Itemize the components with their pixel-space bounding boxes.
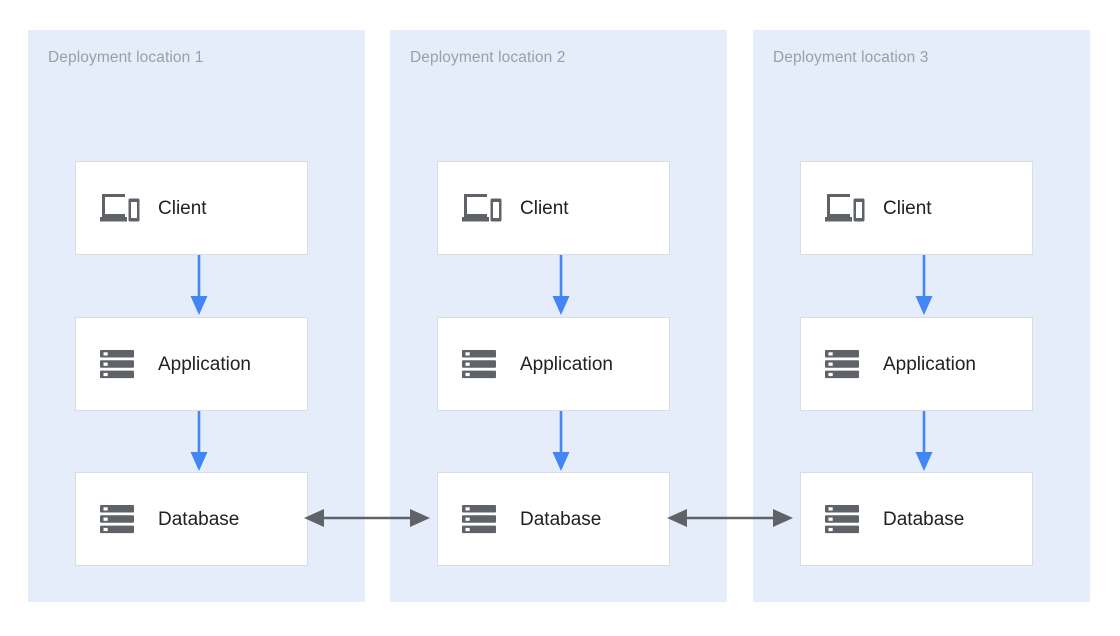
- panel-title-3: Deployment location 3: [773, 49, 929, 66]
- server-rack-icon: [100, 505, 134, 534]
- connector-client-to-application-2: [552, 255, 570, 315]
- server-rack-icon: [825, 350, 859, 379]
- node-database-3[interactable]: Database: [800, 472, 1033, 566]
- connector-application-to-database-2: [552, 411, 570, 471]
- server-rack-icon: [825, 505, 859, 534]
- node-label-database-2: Database: [520, 508, 602, 530]
- connector-client-to-application-3: [915, 255, 933, 315]
- node-client-2[interactable]: Client: [437, 161, 670, 255]
- node-client-3[interactable]: Client: [800, 161, 1033, 255]
- node-application-3[interactable]: Application: [800, 317, 1033, 411]
- node-application-1[interactable]: Application: [75, 317, 308, 411]
- connector-database-2-to-database-3: [667, 509, 793, 527]
- server-rack-icon: [100, 350, 134, 379]
- deployment-location-panel-2: Deployment location 2 Client: [390, 30, 727, 602]
- node-label-client-3: Client: [883, 197, 932, 219]
- panel-title-1: Deployment location 1: [48, 49, 204, 66]
- devices-icon: [100, 194, 140, 222]
- connector-application-to-database-1: [190, 411, 208, 471]
- server-rack-icon: [462, 350, 496, 379]
- deployment-location-panel-1: Deployment location 1 Client: [28, 30, 365, 602]
- panel-title-2: Deployment location 2: [410, 49, 566, 66]
- node-database-2[interactable]: Database: [437, 472, 670, 566]
- connector-application-to-database-3: [915, 411, 933, 471]
- node-label-client-1: Client: [158, 197, 207, 219]
- node-database-1[interactable]: Database: [75, 472, 308, 566]
- node-label-client-2: Client: [520, 197, 569, 219]
- devices-icon: [825, 194, 865, 222]
- server-rack-icon: [462, 505, 496, 534]
- node-label-application-3: Application: [883, 353, 976, 375]
- node-label-database-3: Database: [883, 508, 965, 530]
- connector-client-to-application-1: [190, 255, 208, 315]
- node-label-database-1: Database: [158, 508, 240, 530]
- node-label-application-1: Application: [158, 353, 251, 375]
- devices-icon: [462, 194, 502, 222]
- node-label-application-2: Application: [520, 353, 613, 375]
- deployment-location-panel-3: Deployment location 3 Client: [753, 30, 1090, 602]
- node-application-2[interactable]: Application: [437, 317, 670, 411]
- node-client-1[interactable]: Client: [75, 161, 308, 255]
- connector-database-1-to-database-2: [304, 509, 430, 527]
